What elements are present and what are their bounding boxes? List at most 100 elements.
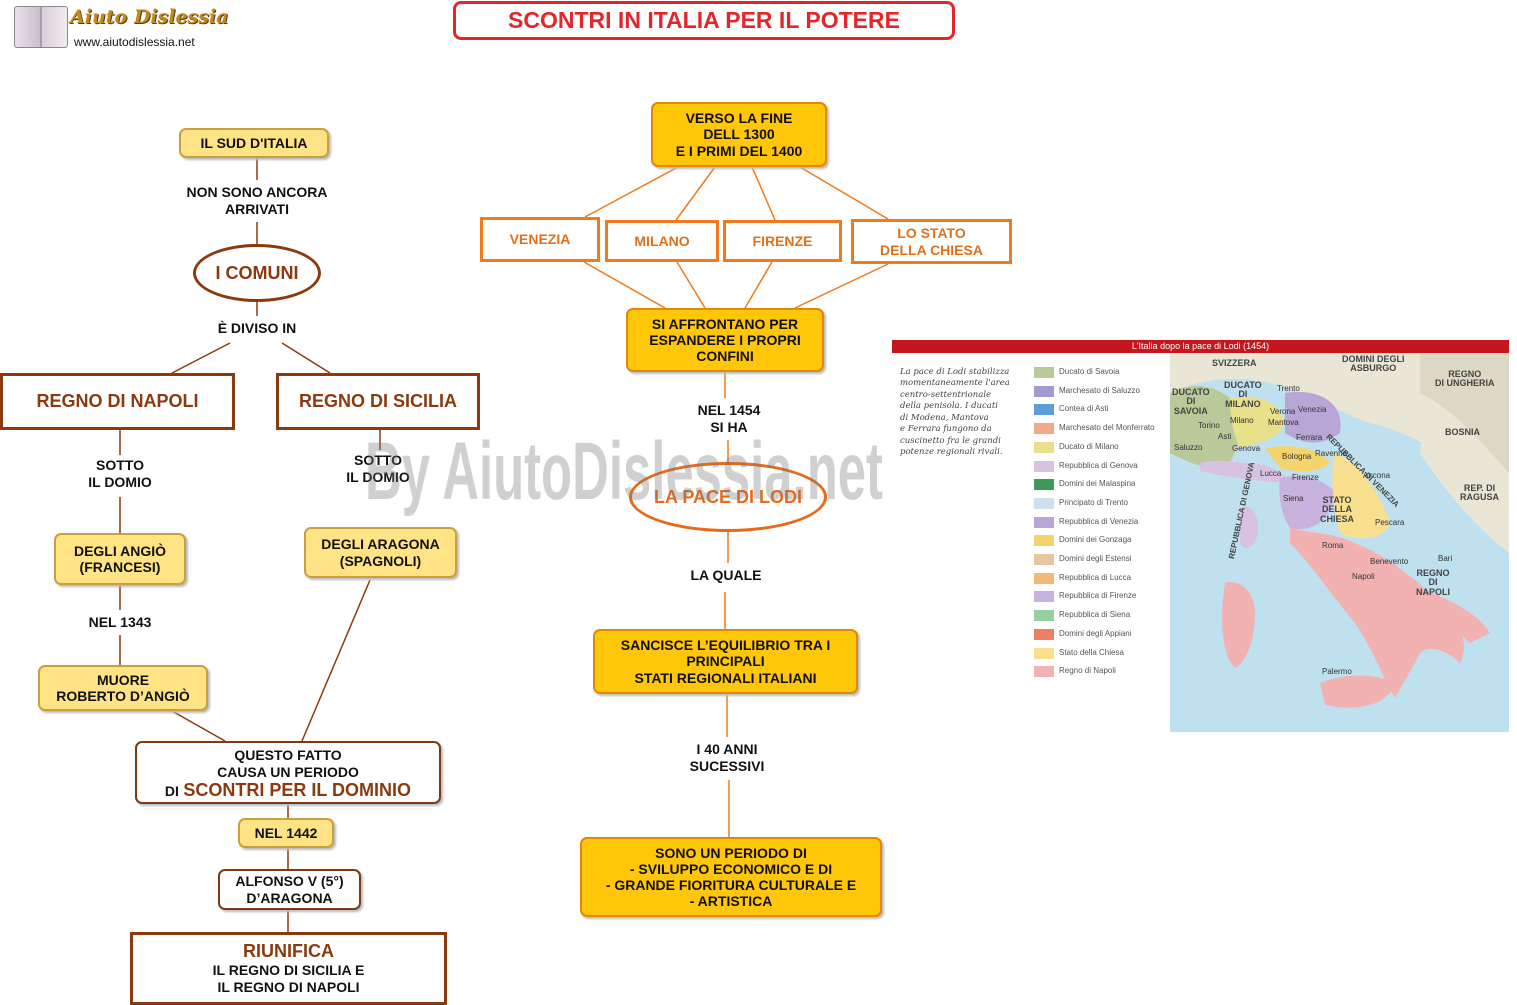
page-title: SCONTRI IN ITALIA PER IL POTERE [453,1,955,40]
label-sotto-domio-2: SOTTO IL DOMIO [346,452,410,485]
map-city-roma: Roma [1322,541,1344,550]
legend-swatch [1034,497,1054,509]
legend-label: Domini dei Malaspina [1059,479,1136,489]
map-label-bosnia: BOSNIA [1445,427,1481,437]
legend-label: Domini degli Appiani [1059,628,1132,638]
map-city-bologna: Bologna [1282,452,1312,461]
node-regno-sicilia: REGNO DI SICILIA [276,373,480,430]
node-venezia: VENEZIA [480,217,600,262]
node-alfonso: ALFONSO V (5°) D’ARAGONA [218,869,361,910]
legend-swatch [1034,628,1054,640]
map-city-mantova: Mantova [1268,418,1299,427]
legend-label: Marchesato di Saluzzo [1059,385,1140,395]
legend-swatch [1034,554,1054,565]
node-nel-1442: NEL 1442 [238,818,334,848]
node-sancisce: SANCISCE L’EQUILIBRIO TRA I PRINCIPALI S… [593,629,858,694]
map-area: SVIZZERA DOMINI DEGLI ASBURGO REGNO DI U… [1170,353,1509,732]
legend-swatch [1034,535,1054,547]
node-questo-fatto: QUESTO FATTO CAUSA UN PERIODO DI SCONTRI… [135,741,441,804]
questo-fatto-text: QUESTO FATTO CAUSA UN PERIODO [217,747,359,780]
map-label-rep-ragusa: REP. DI RAGUSA [1460,483,1500,503]
node-angio: DEGLI ANGIÒ (FRANCESI) [54,533,186,585]
legend-swatch [1034,460,1054,472]
map-caption: La pace di Lodi stabilizza momentaneamen… [900,367,1010,458]
legend-label: Ducato di Milano [1059,441,1119,451]
map-city-verona: Verona [1270,407,1296,416]
legend-label: Stato della Chiesa [1059,647,1124,657]
logo[interactable]: Aiuto Dislessia www.aiutodislessia.net [12,4,228,52]
legend-label: Regno di Napoli [1059,666,1116,676]
legend-label: Contea di Asti [1059,404,1109,414]
map-label-regno-ungheria: REGNO DI UNGHERIA [1435,369,1495,389]
legend-swatch [1034,610,1054,622]
node-sud-italia: IL SUD D'ITALIA [179,128,329,158]
label-non-sono-arrivati: NON SONO ANCORA ARRIVATI [186,184,328,217]
node-i-comuni: I COMUNI [193,244,321,302]
legend-swatch [1034,367,1054,378]
legend-swatch [1034,647,1054,659]
map-image: L'Italia dopo la pace di Lodi (1454) La … [892,340,1509,732]
map-city-palermo: Palermo [1322,667,1352,676]
map-city-ferrara: Ferrara [1296,433,1323,442]
legend-swatch [1034,572,1054,584]
legend-swatch [1034,441,1054,453]
map-city-asti: Asti [1218,432,1232,441]
legend-swatch [1034,591,1054,603]
node-aragona: DEGLI ARAGONA (SPAGNOLI) [304,527,457,578]
map-label-svizzera: SVIZZERA [1212,358,1257,368]
map-city-trento: Trento [1277,384,1300,393]
map-city-lucca: Lucca [1260,469,1282,478]
logo-book-icon [14,6,68,48]
node-firenze: FIRENZE [723,220,842,262]
riunifica-sub: IL REGNO DI SICILIA E IL REGNO DI NAPOLI [212,962,365,995]
legend-label: Domini dei Gonzaga [1059,535,1132,545]
legend-label: Domini degli Estensi [1059,554,1132,563]
legend-label: Repubblica di Siena [1059,610,1131,620]
questo-fatto-di: DI [164,782,179,799]
map-city-siena: Siena [1283,494,1304,503]
node-periodo-sviluppo: SONO UN PERIODO DI - SVILUPPO ECONOMICO … [580,837,882,917]
map-city-benevento: Benevento [1370,557,1409,566]
map-city-pescara: Pescara [1375,518,1405,527]
questo-fatto-emph-line: DI SCONTRI PER IL DOMINIO [137,779,439,801]
node-si-affrontano: SI AFFRONTANO PER ESPANDERE I PROPRI CON… [626,308,824,372]
map-city-firenze: Firenze [1292,473,1319,482]
legend-swatch [1034,423,1054,435]
map-city-torino: Torino [1198,421,1220,430]
legend-label: Repubblica di Lucca [1059,572,1132,582]
map-city-ancona: Ancona [1363,471,1391,480]
label-40-anni: I 40 ANNI SUCESSIVI [689,741,765,774]
node-pace-di-lodi: LA PACE DI LODI [629,462,827,532]
map-city-venezia: Venezia [1298,405,1327,414]
node-riunifica: RIUNIFICA IL REGNO DI SICILIA E IL REGNO… [130,932,447,1005]
map-city-saluzzo: Saluzzo [1174,443,1203,452]
map-city-genova: Genova [1232,444,1261,453]
legend-label: Marchesato del Monferrato [1059,423,1155,433]
map-city-napoli: Napoli [1352,572,1375,581]
node-stato-chiesa: LO STATO DELLA CHIESA [851,219,1012,264]
map-city-ravenna: Ravenna [1315,449,1348,458]
label-sotto-domio-1: SOTTO IL DOMIO [88,457,152,490]
legend-swatch [1034,404,1054,416]
legend-label: Repubblica di Firenze [1059,591,1137,601]
map-city-bari: Bari [1438,554,1453,563]
map-city-milano: Milano [1230,416,1254,425]
logo-title: Aiuto Dislessia [70,6,229,28]
scontri-dominio-text: SCONTRI PER IL DOMINIO [183,779,412,800]
node-milano: MILANO [605,220,719,262]
map-header: L'Italia dopo la pace di Lodi (1454) [892,340,1509,353]
legend-label: Repubblica di Venezia [1059,516,1139,526]
logo-url: www.aiutodislessia.net [74,35,195,49]
legend-swatch [1034,516,1054,528]
map-label-ducato-milano: DUCATO DI MILANO [1224,380,1262,409]
legend-swatch [1034,479,1054,491]
map-label-ducato-savoia: DUCATO DI SAVOIA [1172,387,1210,416]
riunifica-title: RIUNIFICA [243,941,334,961]
node-muore-roberto: MUORE ROBERTO D’ANGIÒ [38,665,208,711]
legend-label: Repubblica di Genova [1059,460,1138,470]
map-label-regno-napoli: REGNO DI NAPOLI [1416,568,1451,597]
node-regno-napoli: REGNO DI NAPOLI [0,373,235,430]
node-verso-la-fine: VERSO LA FINE DELL 1300 E I PRIMI DEL 14… [651,102,827,167]
italy-map-shapes [1170,353,1509,708]
